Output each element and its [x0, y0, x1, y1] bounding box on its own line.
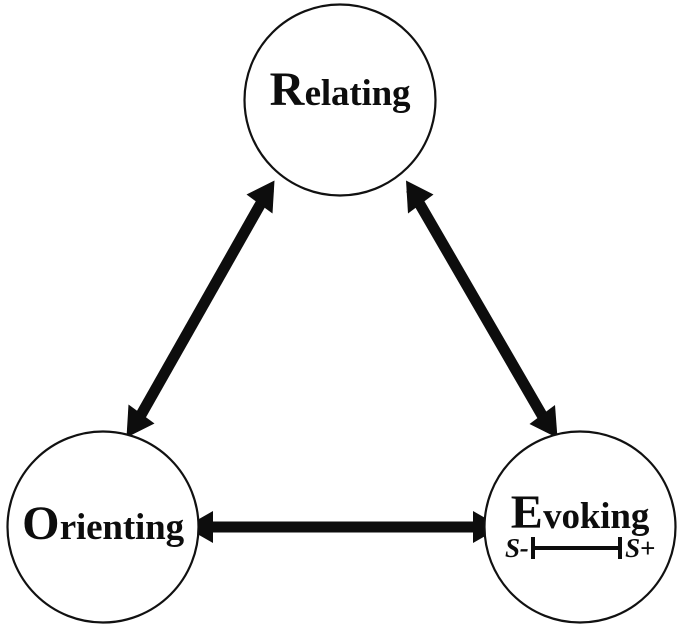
node-circle-orienting: [6, 430, 200, 624]
evoking-stimulus-scale: S- S+: [505, 531, 655, 565]
node-label-relating-rest: elating: [304, 73, 411, 114]
node-label-orienting-initial: O: [22, 497, 60, 550]
node-label-orienting: Orienting: [3, 497, 203, 550]
node-label-relating: Relating: [240, 63, 440, 116]
node-label-evoking-initial: E: [510, 486, 544, 539]
stimulus-positive-label: S+: [625, 532, 655, 563]
node-circle-evoking: [483, 430, 677, 624]
stimulus-range-beam-icon: [531, 537, 623, 559]
beam-cap-right-icon: [618, 537, 623, 559]
beam-bar-icon: [531, 546, 623, 550]
connector-relating-evoking: [406, 180, 558, 438]
node-label-evoking: Evoking: [490, 486, 670, 539]
node-label-orienting-rest: rienting: [59, 507, 184, 548]
connector-orienting-evoking: [185, 511, 501, 543]
node-label-relating-initial: R: [269, 63, 305, 116]
stimulus-negative-label: S-: [505, 532, 529, 563]
node-circle-relating: [243, 3, 437, 197]
connector-orienting-relating: [126, 180, 275, 438]
node-label-evoking-rest: voking: [543, 496, 650, 537]
